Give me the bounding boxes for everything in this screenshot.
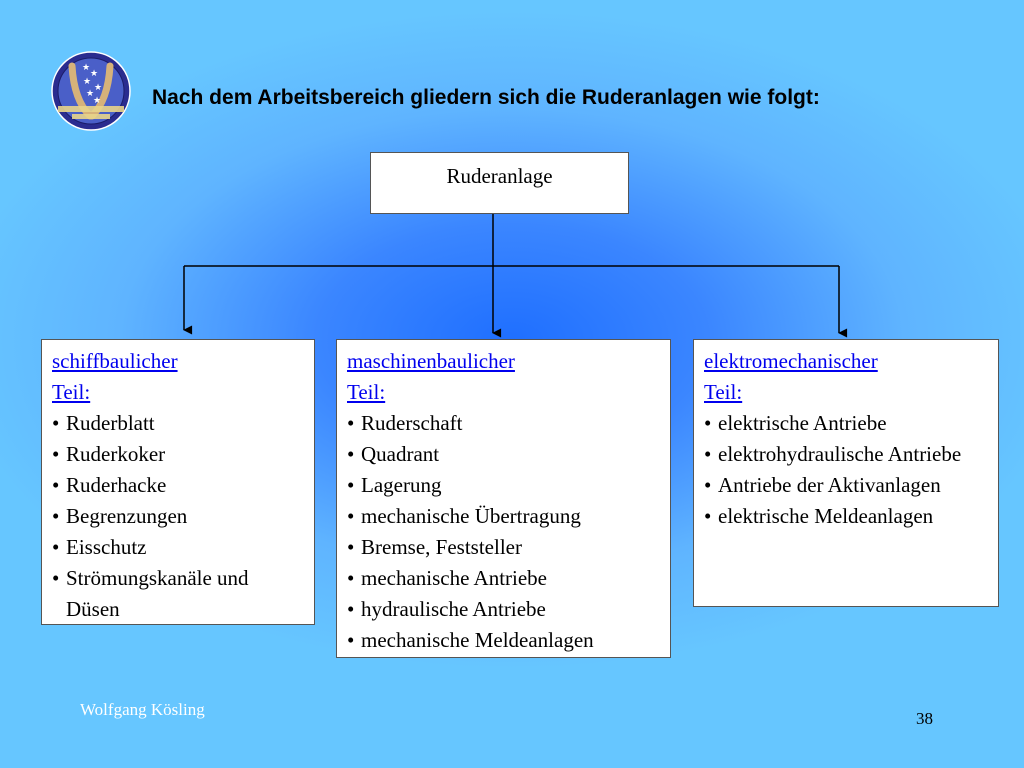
svg-text:★: ★ [93, 96, 101, 106]
list-item: Antriebe der Aktivanlagen [704, 470, 990, 501]
page-number: 38 [916, 709, 933, 728]
category-heading-link[interactable]: maschinenbaulicher Teil: [347, 349, 515, 404]
list-item: Lagerung [347, 470, 662, 501]
list-item: mechanische Meldeanlagen [347, 625, 662, 656]
svg-text:★: ★ [82, 63, 90, 73]
root-node: Ruderanlage [370, 152, 629, 214]
list-item: hydraulische Antriebe [347, 594, 662, 625]
category-heading-link[interactable]: schiffbaulicher Teil: [52, 349, 178, 404]
list-item: Ruderblatt [52, 408, 306, 439]
list-item: Ruderhacke [52, 470, 306, 501]
list-item: Ruderkoker [52, 439, 306, 470]
svg-text:★: ★ [83, 77, 91, 87]
list-item: Begrenzungen [52, 501, 306, 532]
item-list: Ruderschaft Quadrant Lagerung mechanisch… [347, 408, 662, 656]
list-item: elektrohydraulische Antriebe [704, 439, 990, 470]
list-item: Quadrant [347, 439, 662, 470]
list-item: Bremse, Feststeller [347, 532, 662, 563]
list-item: Strömungskanäle und Düsen [52, 563, 306, 625]
category-box-maschinenbau: maschinenbaulicher Teil: Ruderschaft Qua… [336, 339, 671, 658]
svg-text:★: ★ [94, 83, 102, 93]
category-box-elektromechanik: elektromechanischer Teil: elektrische An… [693, 339, 999, 607]
list-item: elektrische Meldeanlagen [704, 501, 990, 532]
svg-text:★: ★ [90, 69, 98, 79]
list-item: elektrische Antriebe [704, 408, 990, 439]
category-heading-link[interactable]: elektromechanischer Teil: [704, 349, 878, 404]
list-item: mechanische Übertragung [347, 501, 662, 532]
item-list: Ruderblatt Ruderkoker Ruderhacke Begrenz… [52, 408, 306, 625]
category-box-schiffbau: schiffbaulicher Teil: Ruderblatt Ruderko… [41, 339, 315, 625]
list-item: mechanische Antriebe [347, 563, 662, 594]
slide-title: Nach dem Arbeitsbereich gliedern sich di… [152, 86, 820, 109]
svg-text:★: ★ [86, 89, 94, 99]
footer-author: Wolfgang Kösling [80, 700, 205, 719]
emblem-logo: ★★★ ★★★ [51, 51, 131, 131]
list-item: Eisschutz [52, 532, 306, 563]
item-list: elektrische Antriebe elektrohydraulische… [704, 408, 990, 532]
list-item: Ruderschaft [347, 408, 662, 439]
